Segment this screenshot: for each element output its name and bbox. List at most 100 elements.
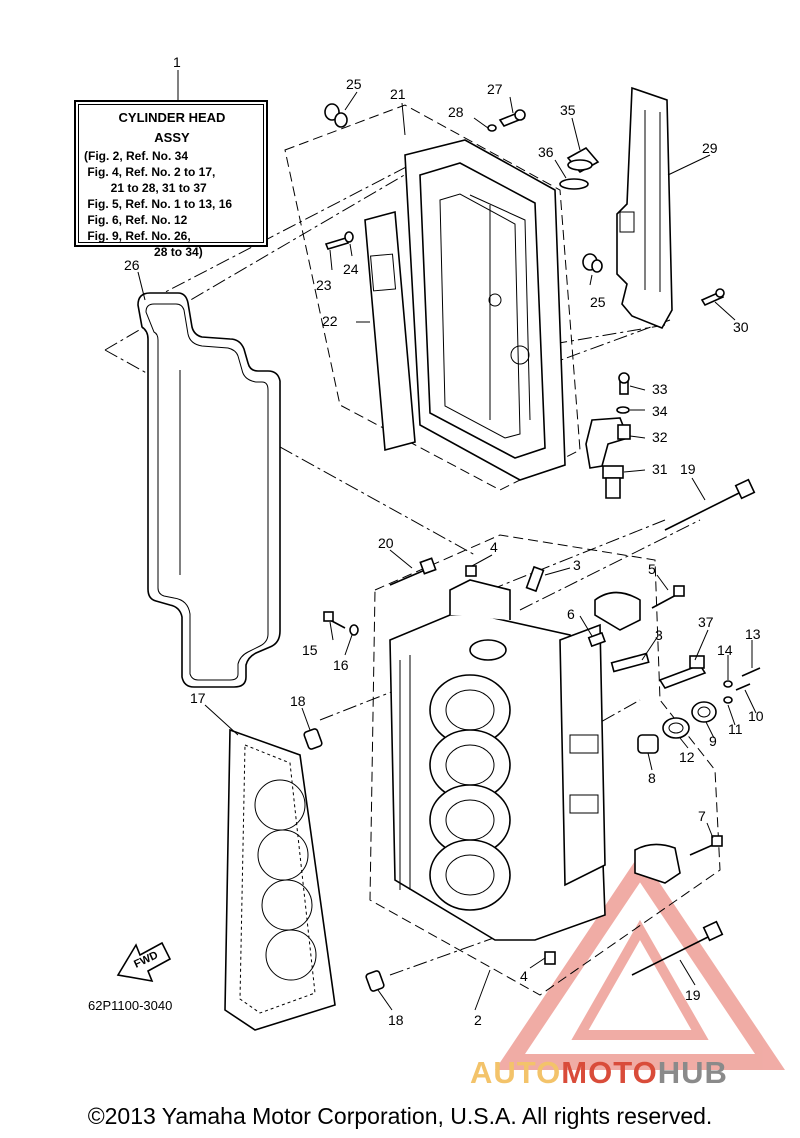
callout-19-bottom: 19 <box>685 987 701 1003</box>
callout-29: 29 <box>702 140 718 156</box>
washer-34 <box>616 406 630 414</box>
bolt-19-top <box>664 478 756 531</box>
watermark-part-b: MOTO <box>561 1055 658 1090</box>
fwd-arrow-icon: FWD <box>116 941 172 983</box>
callout-36: 36 <box>538 144 554 160</box>
bolt-23 <box>324 237 350 250</box>
cylinder-head <box>389 579 606 941</box>
bolt-33 <box>618 372 630 395</box>
callout-15: 15 <box>302 642 318 658</box>
callout-labels: 1 25 21 27 28 35 36 29 25 23 24 22 26 30… <box>124 54 764 1028</box>
bolt-19-bottom <box>631 920 724 976</box>
bolt-20 <box>389 557 437 586</box>
callout-12: 12 <box>679 749 695 765</box>
reference-line: Fig. 6, Ref. No. 12 <box>84 213 188 227</box>
callout-28: 28 <box>448 104 464 120</box>
dowel-18-top <box>303 728 323 750</box>
leader-lines <box>137 70 757 1011</box>
reference-line: Fig. 5, Ref. No. 1 to 13, 16 <box>84 197 233 211</box>
sensor-32 <box>585 417 631 469</box>
bolt-7 <box>689 835 723 856</box>
washer-16 <box>349 624 359 636</box>
reference-line: (Fig. 2, Ref. No. 34 <box>84 149 189 163</box>
callout-5: 5 <box>648 561 656 577</box>
reference-title-2: ASSY <box>154 130 190 145</box>
bolt-30 <box>700 288 725 307</box>
dowel-6 <box>587 631 606 648</box>
bolt-15 <box>323 611 346 629</box>
seal-12 <box>662 717 690 739</box>
plug-4-top <box>465 565 477 577</box>
plug-8 <box>637 734 659 754</box>
callout-27: 27 <box>487 81 503 97</box>
o-ring-36 <box>559 178 589 190</box>
dowel-18-bottom <box>365 970 385 992</box>
watermark-part-c: HUB <box>657 1055 728 1090</box>
washer-24 <box>344 231 354 243</box>
callout-4-bottom: 4 <box>520 968 528 984</box>
watermark-logo: AUTOMOTOHUB <box>470 1055 728 1091</box>
bracket-7 <box>634 843 681 884</box>
grommet-25-top <box>324 103 348 128</box>
callout-10: 10 <box>748 708 764 724</box>
bracket <box>616 86 673 330</box>
diagram-code: 62P1100-3040 <box>88 998 173 1013</box>
reference-title-1: CYLINDER HEAD <box>118 110 226 125</box>
copyright-notice: ©2013 Yamaha Motor Corporation, U.S.A. A… <box>87 1103 713 1129</box>
washer-14 <box>723 680 733 688</box>
dowel-pin-3 <box>610 652 650 673</box>
callout-20: 20 <box>378 535 394 551</box>
head-cover-group-outline <box>284 104 581 491</box>
bolt-13 <box>741 667 761 677</box>
housing-9 <box>691 701 717 723</box>
sensor-37 <box>658 655 707 689</box>
callout-14: 14 <box>717 642 733 658</box>
callout-35: 35 <box>560 102 576 118</box>
callout-17: 17 <box>190 690 206 706</box>
callout-3-top: 3 <box>573 557 581 573</box>
callout-13: 13 <box>745 626 761 642</box>
callout-11: 11 <box>728 721 743 737</box>
cover-plate <box>364 210 416 452</box>
callout-30: 30 <box>733 319 749 335</box>
callout-6: 6 <box>567 606 575 622</box>
watermark-triangle <box>495 853 785 1070</box>
dowel-pin-3-top <box>525 565 545 593</box>
callout-33: 33 <box>652 381 668 397</box>
oil-cap-35 <box>566 146 600 174</box>
combustion-chambers <box>429 674 511 911</box>
sensor-31 <box>602 465 624 499</box>
bolt-5 <box>651 585 685 609</box>
bolt-27 <box>498 109 526 127</box>
bolt-10 <box>735 683 751 691</box>
callout-25: 25 <box>346 76 362 92</box>
callout-1: 1 <box>173 54 181 70</box>
callout-9: 9 <box>709 733 717 749</box>
callout-22: 22 <box>322 313 338 329</box>
callout-32: 32 <box>652 429 668 445</box>
callout-19-top: 19 <box>680 461 696 477</box>
callout-18-top: 18 <box>290 693 306 709</box>
callout-31: 31 <box>652 461 668 477</box>
callout-2: 2 <box>474 1012 482 1028</box>
callout-23: 23 <box>316 277 332 293</box>
reference-line: Fig. 9, Ref. No. 26, <box>84 229 191 243</box>
callout-37: 37 <box>698 614 714 630</box>
callout-16: 16 <box>333 657 349 673</box>
callout-7: 7 <box>698 808 706 824</box>
callout-24: 24 <box>343 261 359 277</box>
callout-4-top: 4 <box>490 539 498 555</box>
plug-4-bottom <box>544 951 556 965</box>
callout-26: 26 <box>124 257 140 273</box>
reference-line: 21 to 28, 31 to 37 <box>84 181 207 195</box>
head-gasket <box>224 728 336 1031</box>
callout-18-bottom: 18 <box>388 1012 404 1028</box>
cylinder-head-cover <box>404 139 566 481</box>
callout-34: 34 <box>652 403 668 419</box>
callout-3: 3 <box>655 627 663 643</box>
washer-28 <box>487 124 497 132</box>
reference-line: 28 to 34) <box>84 245 203 259</box>
grommet-25-right <box>582 253 603 273</box>
callout-8: 8 <box>648 770 656 786</box>
